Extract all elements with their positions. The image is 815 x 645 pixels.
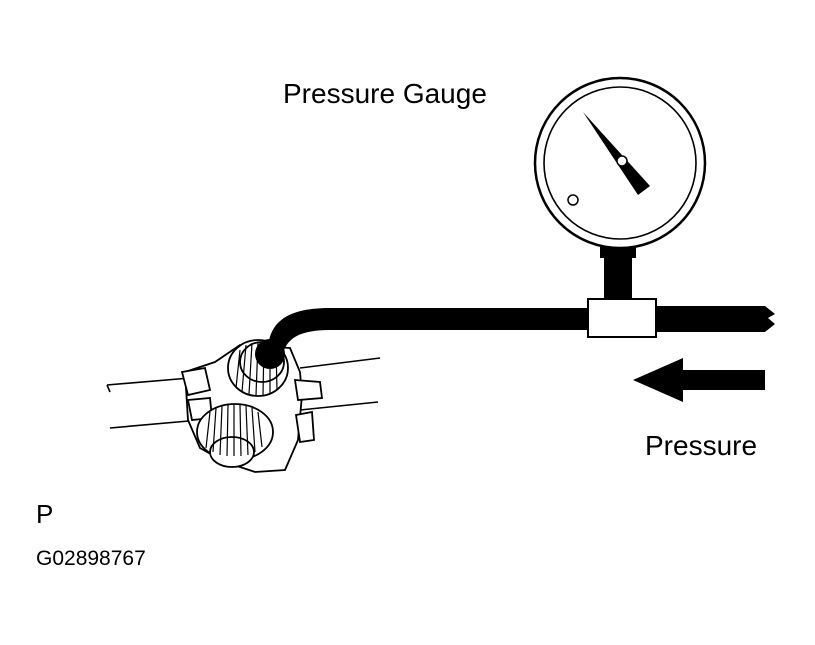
gauge-needle <box>583 112 650 195</box>
pressure-gauge-icon <box>533 76 707 250</box>
gauge-stem-collar <box>600 246 636 258</box>
gauge-stem <box>604 252 632 300</box>
pressure-label: Pressure <box>645 430 758 461</box>
figure-code: G02898767 <box>36 547 146 570</box>
left-lines <box>106 357 381 429</box>
valve-assembly-icon <box>180 339 324 473</box>
figure-letter: P <box>36 499 54 529</box>
tee-fitting <box>587 298 657 338</box>
hose <box>255 306 775 369</box>
gauge-label: Pressure Gauge <box>283 78 487 109</box>
left-arrow-icon <box>633 358 765 402</box>
